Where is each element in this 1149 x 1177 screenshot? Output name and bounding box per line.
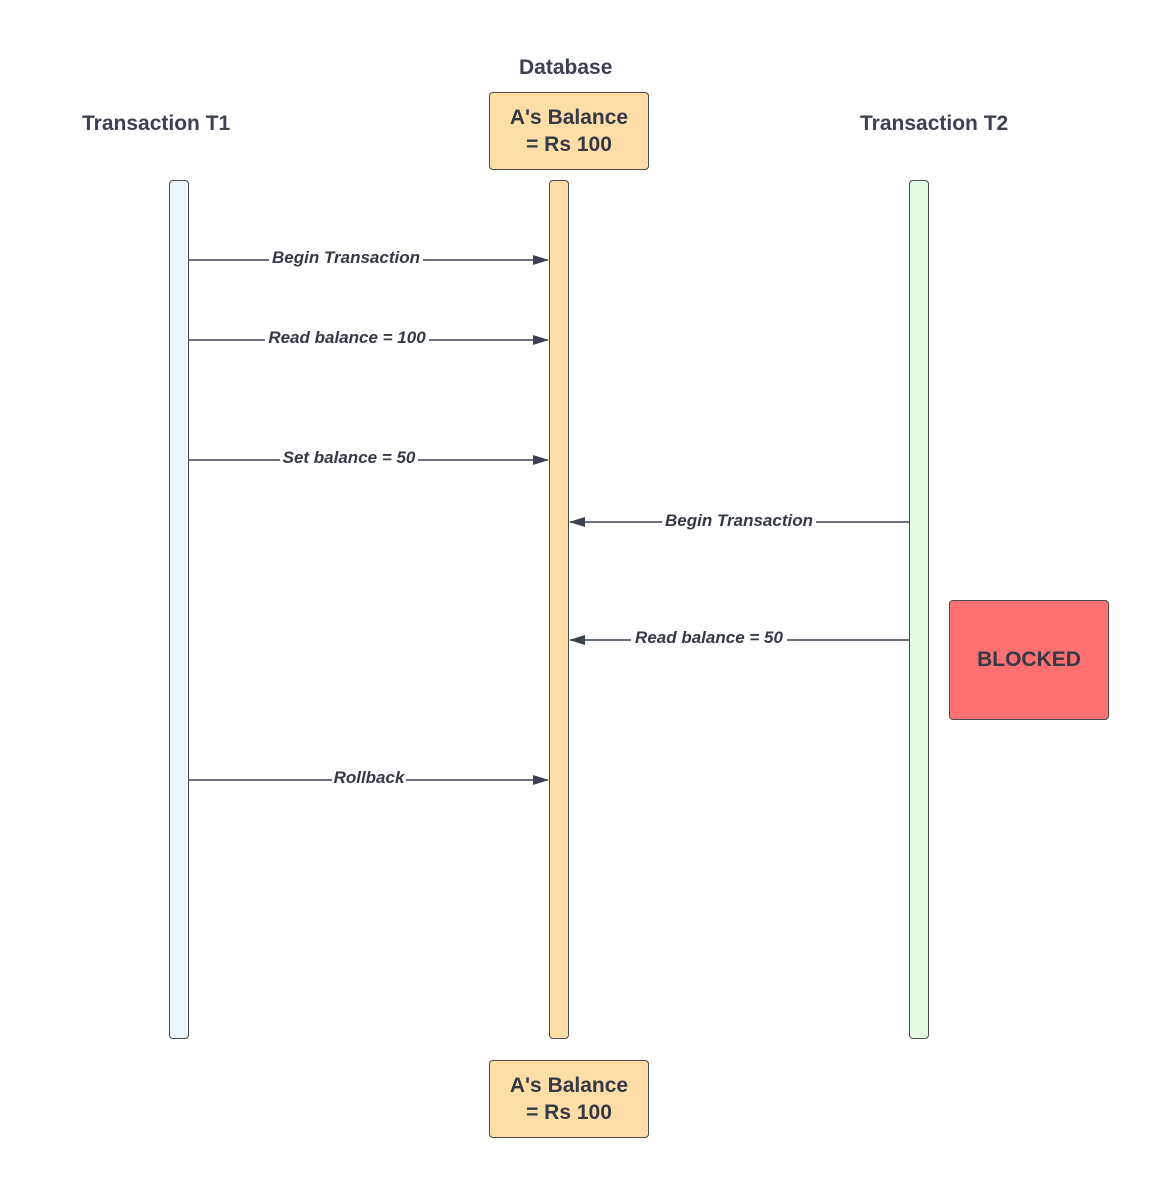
message-3-label: Set balance = 50	[283, 448, 416, 467]
t2-header: Transaction T2	[860, 112, 1009, 135]
message-6: Rollback	[189, 768, 549, 788]
message-3: Set balance = 50	[189, 448, 549, 468]
database-lifeline	[549, 180, 569, 1039]
initial-balance-line2: = Rs 100	[526, 133, 612, 156]
database-header: Database	[519, 56, 613, 79]
message-2: Read balance = 100	[189, 328, 549, 348]
final-balance-box: A's Balance = Rs 100	[489, 1060, 649, 1138]
t2-lifeline	[909, 180, 929, 1039]
initial-balance-line1: A's Balance	[509, 106, 629, 129]
message-4: Begin Transaction	[569, 510, 909, 530]
final-balance-line1: A's Balance	[509, 1074, 629, 1097]
final-balance-line2: = Rs 100	[526, 1101, 612, 1124]
initial-balance-box: A's Balance = Rs 100	[489, 92, 649, 170]
message-4-label: Begin Transaction	[665, 511, 813, 530]
blocked-box: BLOCKED	[949, 600, 1109, 720]
blocked-label: BLOCKED	[977, 648, 1081, 671]
t1-lifeline	[169, 180, 189, 1039]
message-1: Begin Transaction	[189, 248, 549, 268]
t1-header: Transaction T1	[82, 112, 231, 135]
message-6-label: Rollback	[334, 768, 406, 787]
message-5: Read balance = 50	[569, 628, 909, 648]
message-5-label: Read balance = 50	[635, 628, 783, 647]
message-1-label: Begin Transaction	[272, 248, 420, 267]
message-2-label: Read balance = 100	[268, 328, 426, 347]
